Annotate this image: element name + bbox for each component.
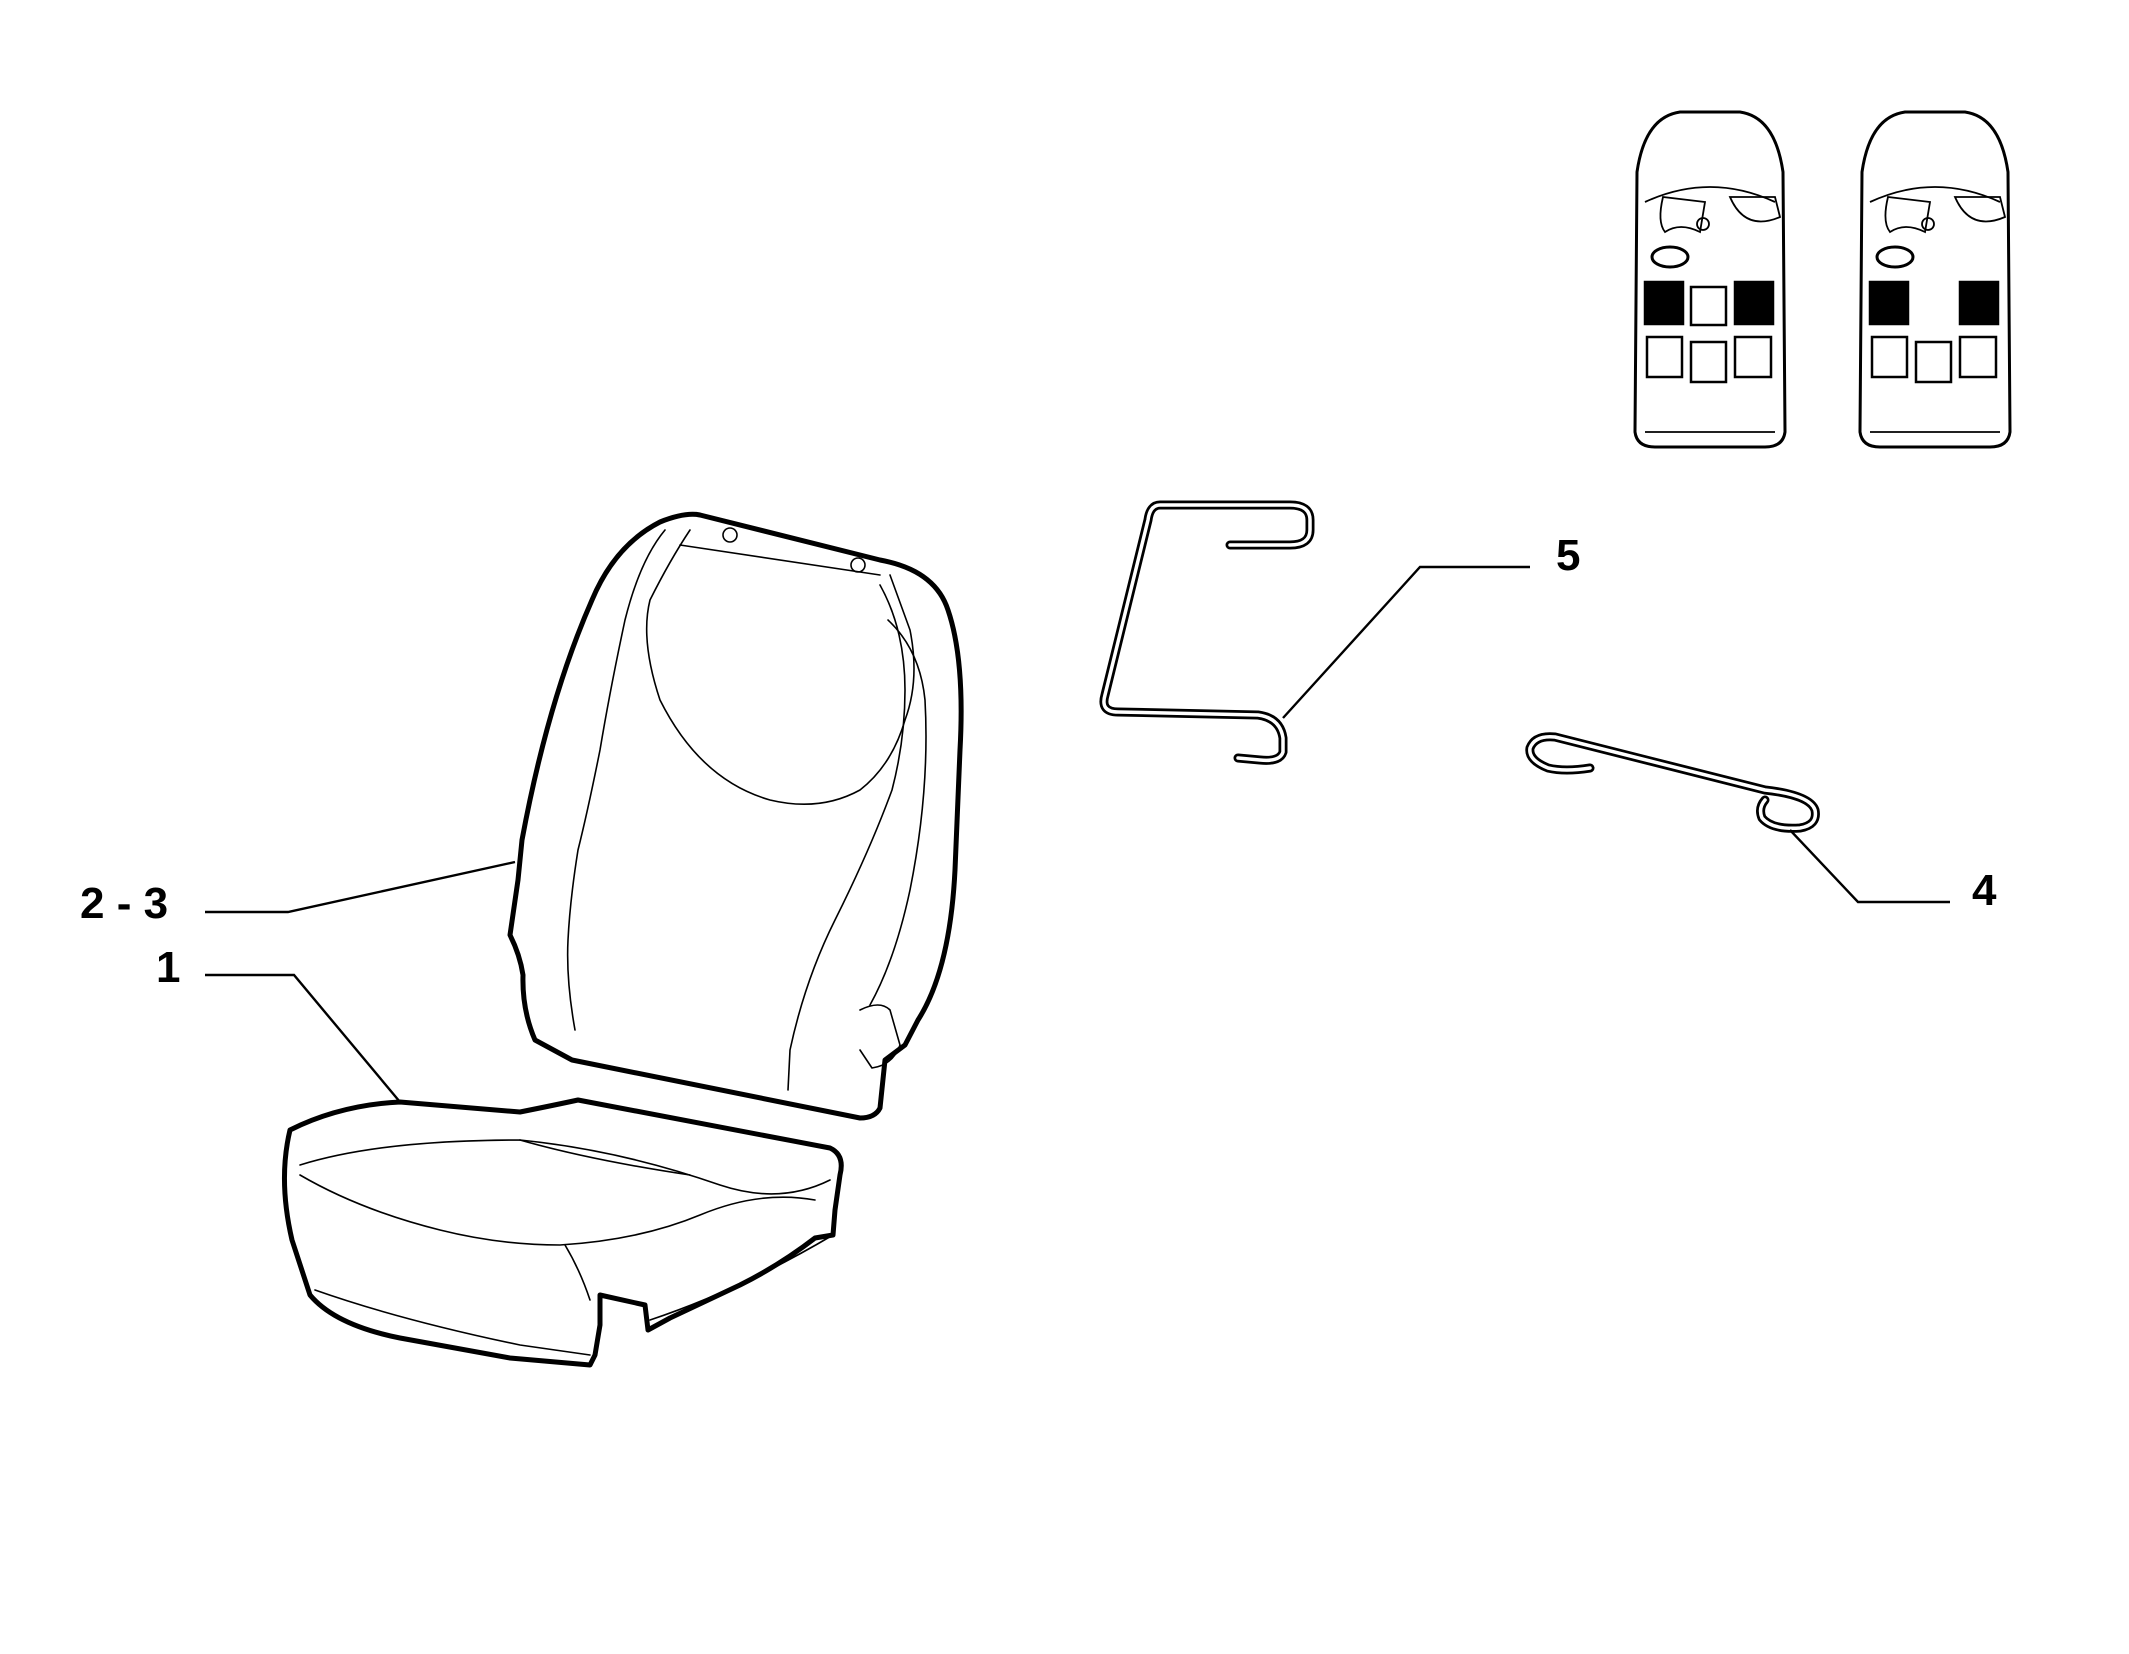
seat-marker-empty — [1689, 340, 1728, 384]
callout-labels: 2 - 3 1 5 4 — [80, 531, 1997, 992]
seat-marker-filled — [1958, 280, 2000, 326]
seat-marker-empty — [1958, 335, 1998, 379]
callout-label-4: 4 — [1972, 866, 1997, 915]
locator-car-left — [1633, 110, 1787, 449]
seat-marker-empty — [1733, 335, 1773, 379]
seat-backrest — [507, 511, 964, 1121]
callout-label-5: 5 — [1556, 531, 1580, 580]
seat-marker-empty — [1914, 340, 1953, 384]
seat-cushion — [281, 1097, 844, 1368]
spring-clip — [1525, 732, 1820, 833]
seat-marker-empty — [1645, 335, 1684, 379]
wire-rod — [1099, 500, 1315, 765]
leader-5 — [1282, 565, 1530, 719]
seat-marker-filled — [1733, 280, 1775, 326]
leader-lines — [205, 565, 1950, 1103]
seat-marker-empty — [1870, 335, 1909, 379]
leader-4 — [1789, 829, 1950, 904]
seat-marker-empty — [1689, 285, 1728, 327]
seat-marker-filled — [1868, 280, 1910, 326]
callout-label-2-3: 2 - 3 — [80, 879, 168, 928]
seat-marker-filled — [1643, 280, 1685, 326]
leader-2-3 — [205, 860, 516, 914]
leader-1 — [205, 973, 401, 1103]
callout-label-1: 1 — [156, 943, 180, 992]
locator-car-right — [1858, 110, 2012, 449]
